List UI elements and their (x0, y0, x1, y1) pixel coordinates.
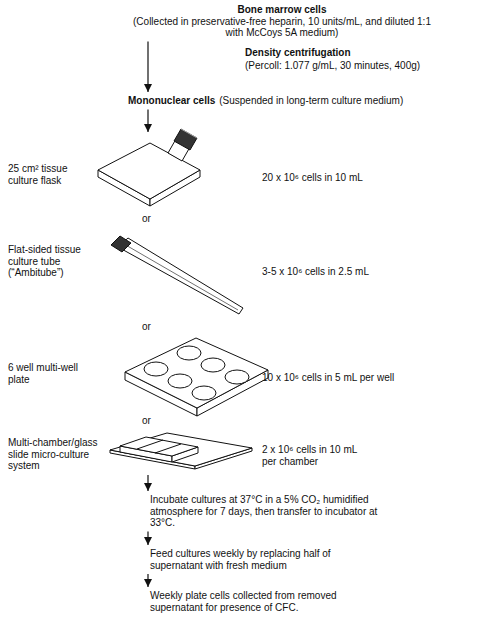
cell-count: 2 x 10⁶ cells in 10 mL per chamber (262, 444, 372, 467)
step-text: Feed cultures weekly by replacing half o… (150, 548, 350, 571)
vessel-name: 25 cm² tissue culture flask (8, 163, 96, 186)
culture-vessel: Flat-sided tissue culture tube (“Ambitub… (8, 236, 468, 316)
process-step: Mononuclear cells (Suspended in long-term… (128, 95, 473, 107)
step-label: Density centrifugation (245, 47, 351, 59)
vessel-name: Multi-chamber/glass slide micro-culture … (8, 437, 108, 472)
culture-vessel: 6 well multi-well plate 10 x 10⁶ cells in… (8, 336, 468, 414)
step-text: (Collected in preservative-free heparin,… (132, 16, 432, 39)
or-label: or (142, 321, 151, 333)
flow-arrow (147, 574, 148, 587)
process-step: Incubate cultures at 37°C in a 5% CO₂ hu… (150, 494, 390, 529)
flow-arrow (147, 475, 148, 491)
step-text: Incubate cultures at 37°C in a 5% CO₂ hu… (150, 494, 390, 529)
vessel-name: 6 well multi-well plate (8, 362, 98, 385)
cell-count: 20 x 10⁶ cells in 10 mL (262, 172, 462, 184)
tube-drawing (111, 236, 243, 314)
step-text: (Suspended in long-term culture medium) (219, 95, 403, 106)
chamber-slide-drawing (110, 433, 252, 469)
step-text: Weekly plate cells collected from remove… (150, 590, 370, 613)
flow-arrow (147, 532, 148, 546)
vessel-name: Flat-sided tissue culture tube (“Ambitub… (8, 244, 96, 279)
flow-arrow (147, 42, 148, 93)
step-heading: Mononuclear cells (128, 95, 215, 106)
cell-count: 3-5 x 10⁶ cells in 2.5 mL (262, 266, 462, 278)
multiwell-plate-drawing (125, 338, 268, 416)
process-step: Bone marrow cells(Collected in preservat… (132, 4, 432, 39)
step-note: (Percoll: 1.077 g/mL, 30 minutes, 400g) (245, 60, 420, 72)
culture-vessel: Multi-chamber/glass slide micro-culture … (8, 428, 468, 472)
cell-count: 10 x 10⁶ cells in 5 mL per well (262, 372, 462, 384)
or-label: or (142, 213, 151, 225)
process-step: Feed cultures weekly by replacing half o… (150, 548, 350, 571)
culture-vessel: 25 cm² tissue culture flask 20 x 10⁶ cell… (8, 135, 468, 207)
flow-arrow (147, 110, 148, 133)
or-label: or (142, 415, 151, 427)
process-step: Weekly plate cells collected from remove… (150, 590, 370, 613)
step-heading: Bone marrow cells (132, 4, 432, 16)
flask-drawing (98, 129, 200, 206)
